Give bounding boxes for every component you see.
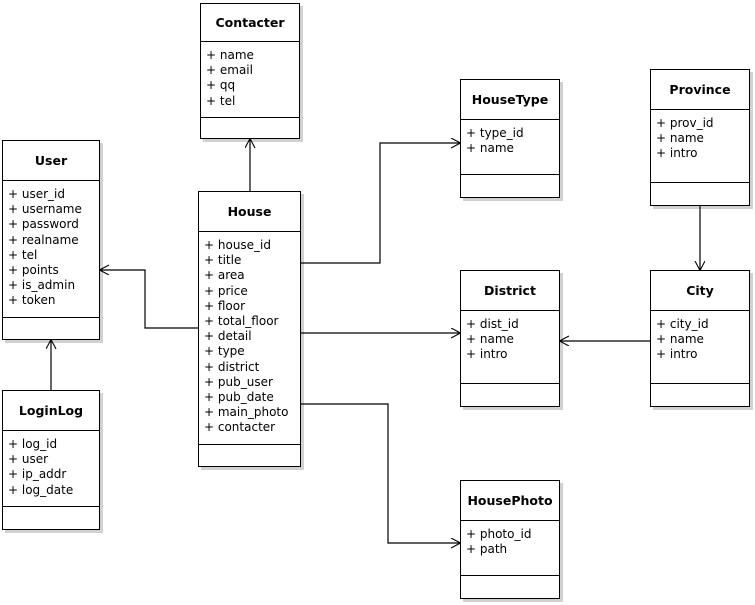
uml-attributes-district: + dist_id+ name+ intro (461, 311, 559, 384)
uml-attributes-user: + user_id+ username+ password+ realname+… (3, 181, 99, 318)
uml-attribute: + tel (206, 93, 236, 108)
uml-attribute: + username (8, 202, 82, 217)
uml-attribute: + is_admin (8, 278, 76, 293)
uml-class-loginlog[interactable]: LoginLog+ log_id+ user+ ip_addr+ log_dat… (2, 390, 100, 530)
uml-operations-district (461, 384, 559, 406)
uml-class-name-city: City (651, 271, 749, 311)
uml-operations-loginlog (3, 507, 99, 529)
uml-operations-user (3, 318, 99, 340)
uml-attribute: + tel (8, 247, 38, 262)
uml-class-name-house: House (199, 192, 300, 232)
uml-attribute: + log_date (8, 482, 74, 497)
uml-attribute: + title (204, 253, 242, 268)
uml-class-name-province: Province (651, 70, 749, 110)
uml-class-name-housetype: HouseType (461, 80, 559, 120)
uml-attribute: + price (204, 283, 248, 298)
uml-attribute: + pub_date (204, 390, 274, 405)
uml-attribute: + intro (656, 146, 698, 161)
uml-attribute: + total_floor (204, 314, 279, 329)
uml-attributes-city: + city_id+ name+ intro (651, 311, 749, 384)
uml-attribute: + qq (206, 78, 236, 93)
uml-attribute: + main_photo (204, 405, 289, 420)
uml-attributes-province: + prov_id+ name+ intro (651, 110, 749, 183)
uml-attribute: + name (656, 131, 704, 146)
uml-attribute: + prov_id (656, 116, 714, 130)
uml-attribute: + user (8, 452, 49, 467)
uml-class-district[interactable]: District+ dist_id+ name+ intro (460, 270, 560, 407)
uml-attributes-contacter: + name+ email+ qq+ tel (201, 42, 299, 118)
relationship-house-to-housephoto[interactable] (301, 403, 460, 543)
uml-attributes-housetype: + type_id+ name (461, 120, 559, 175)
uml-operations-city (651, 384, 749, 406)
uml-class-name-user: User (3, 141, 99, 181)
uml-attribute: + ip_addr (8, 467, 67, 482)
relationship-house-to-user[interactable] (100, 270, 198, 329)
uml-class-housephoto[interactable]: HousePhoto+ photo_id+ path (460, 480, 560, 599)
uml-attribute: + log_id (8, 437, 58, 451)
uml-class-name-district: District (461, 271, 559, 311)
uml-class-contacter[interactable]: Contacter+ name+ email+ qq+ tel (200, 3, 300, 139)
uml-attribute: + photo_id (466, 527, 532, 541)
uml-attribute: + name (466, 141, 514, 156)
uml-operations-house (199, 445, 300, 467)
uml-attribute: + city_id (656, 317, 709, 331)
uml-class-name-loginlog: LoginLog (3, 391, 99, 431)
uml-attribute: + floor (204, 298, 246, 313)
uml-attribute: + type (204, 344, 245, 359)
uml-attributes-loginlog: + log_id+ user+ ip_addr+ log_date (3, 431, 99, 507)
uml-operations-province (651, 183, 749, 205)
uml-attribute: + pub_user (204, 374, 273, 389)
uml-class-province[interactable]: Province+ prov_id+ name+ intro (650, 69, 750, 206)
uml-attribute: + name (656, 332, 704, 347)
uml-attributes-house: + house_id+ title+ area+ price+ floor+ t… (199, 232, 300, 445)
uml-class-name-housephoto: HousePhoto (461, 481, 559, 521)
uml-attribute: + detail (204, 329, 252, 344)
uml-attribute: + user_id (8, 187, 65, 201)
uml-attribute: + intro (656, 347, 698, 362)
uml-class-housetype[interactable]: HouseType+ type_id+ name (460, 79, 560, 198)
uml-attributes-housephoto: + photo_id+ path (461, 521, 559, 576)
uml-class-name-contacter: Contacter (201, 4, 299, 42)
uml-attribute: + district (204, 359, 260, 374)
uml-attribute: + house_id (204, 238, 272, 252)
uml-attribute: + name (466, 332, 514, 347)
uml-attribute: + token (8, 293, 56, 308)
uml-attribute: + points (8, 263, 59, 278)
uml-attribute: + name (206, 48, 254, 62)
uml-operations-housephoto (461, 576, 559, 598)
uml-attribute: + path (466, 542, 508, 557)
uml-attribute: + type_id (466, 126, 524, 140)
uml-attribute: + dist_id (466, 317, 519, 331)
uml-class-house[interactable]: House+ house_id+ title+ area+ price+ flo… (198, 191, 301, 467)
uml-operations-contacter (201, 118, 299, 140)
relationship-house-to-housetype[interactable] (301, 143, 460, 264)
uml-attribute: + contacter (204, 420, 276, 435)
uml-operations-housetype (461, 175, 559, 197)
uml-class-city[interactable]: City+ city_id+ name+ intro (650, 270, 750, 407)
uml-attribute: + realname (8, 232, 79, 247)
uml-attribute: + password (8, 217, 79, 232)
uml-attribute: + intro (466, 347, 508, 362)
uml-attribute: + email (206, 63, 253, 78)
uml-attribute: + area (204, 268, 245, 283)
uml-class-user[interactable]: User+ user_id+ username+ password+ realn… (2, 140, 100, 340)
